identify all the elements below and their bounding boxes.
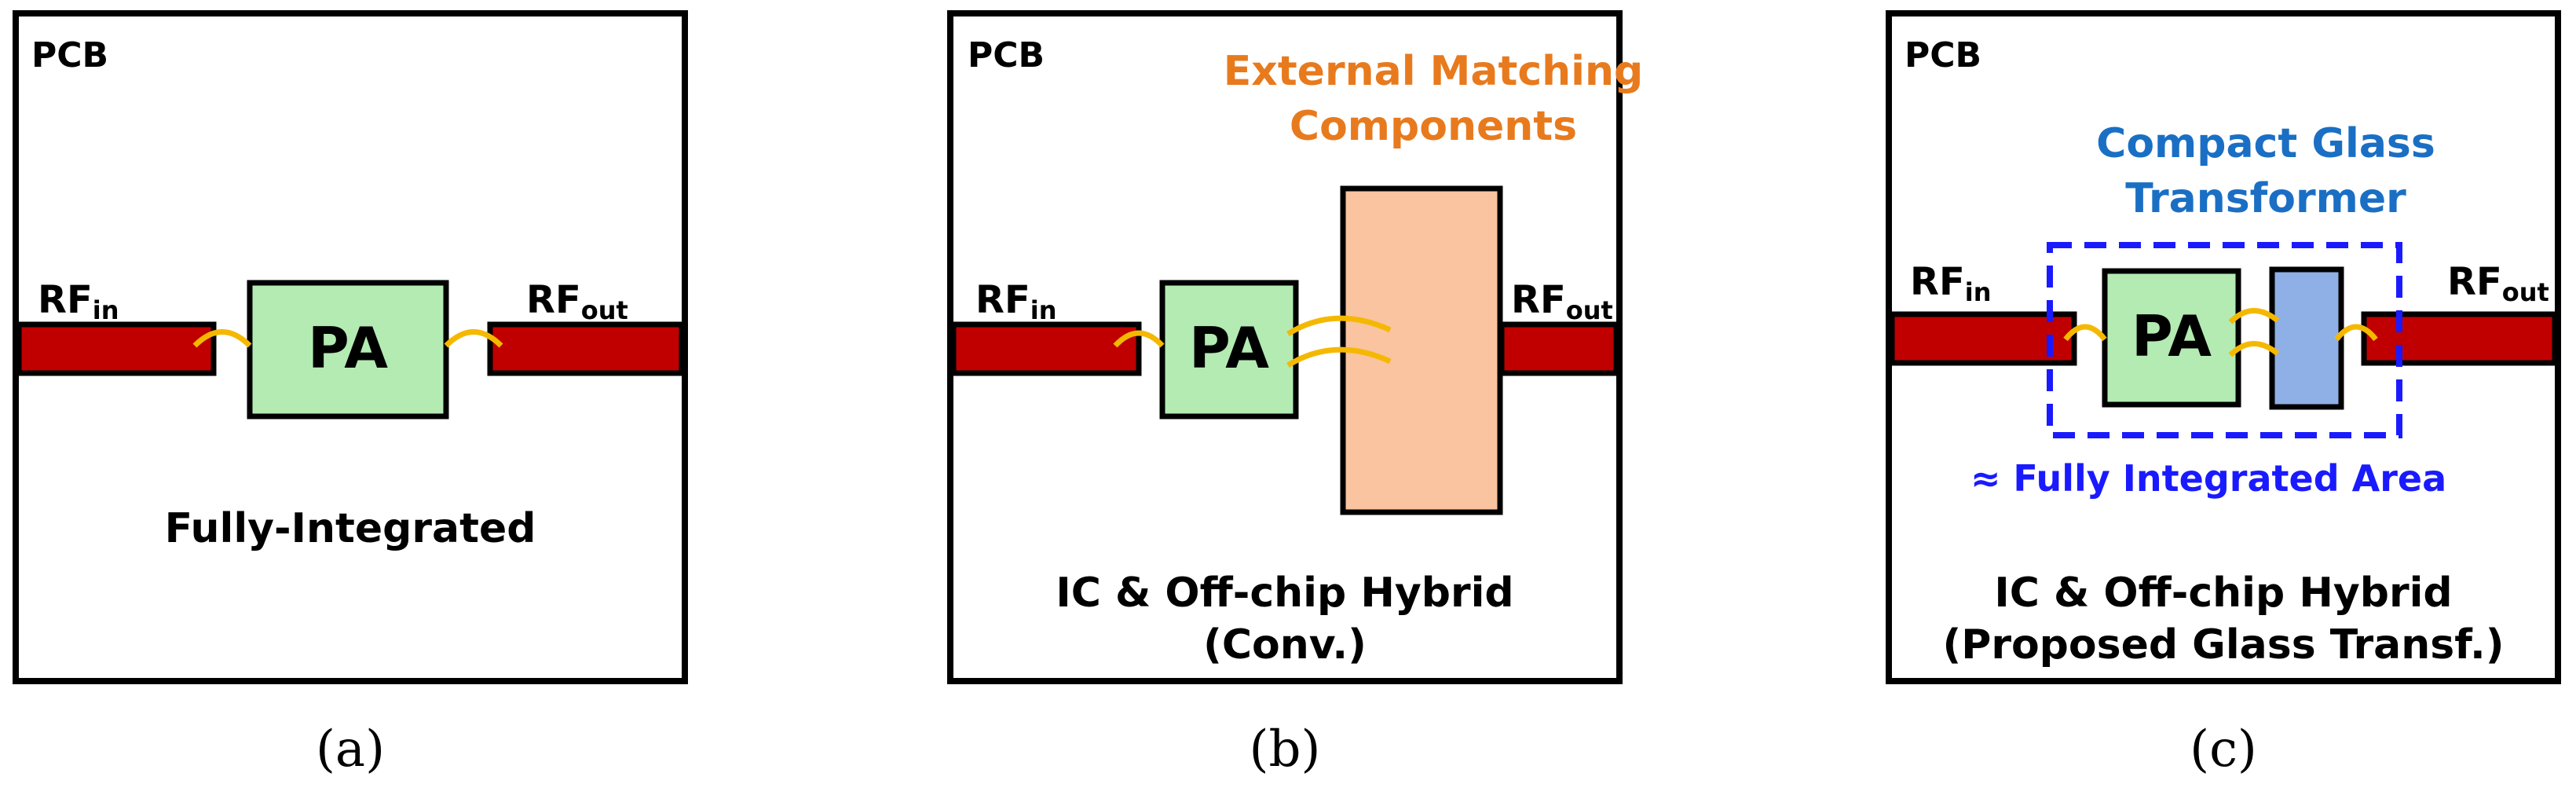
rf-out-label-a: RFout <box>526 278 628 325</box>
pa-label-a: PA <box>308 315 388 381</box>
bondwire-out-a <box>444 329 503 348</box>
rf-out-trace-b <box>1498 321 1619 376</box>
rf-out-trace-c <box>2361 311 2558 366</box>
caption-b: (b) <box>1250 720 1321 779</box>
rf-in-trace-a <box>16 321 217 376</box>
area-note: ≈ Fully Integrated Area <box>1970 457 2446 500</box>
description-b-line1: IC & Off-chip Hybrid <box>1056 570 1513 617</box>
transformer-label-line2: Transformer <box>2125 175 2406 222</box>
description-b-line2: (Conv.) <box>1203 621 1367 669</box>
rf-out-label-b: RFout <box>1511 278 1613 325</box>
description-c-line2: (Proposed Glass Transf.) <box>1942 621 2504 669</box>
pcb-label-a: PCB <box>31 35 108 75</box>
bondwire-out-b-lower <box>1286 346 1392 368</box>
pa-chip-a <box>247 280 449 419</box>
bondwire-out-c-upper <box>2228 308 2280 324</box>
pa-label-b: PA <box>1189 315 1269 381</box>
bondwire-in-a <box>192 329 252 348</box>
rf-out-label-c: RFout <box>2447 260 2549 307</box>
rf-out-trace-a <box>487 321 685 376</box>
pcb-label-c: PCB <box>1905 35 1981 75</box>
matching-label-line2: Components <box>1290 103 1577 150</box>
caption-a: (a) <box>316 720 385 779</box>
pcb-board-b <box>947 10 1623 684</box>
bondwire-in-c <box>2063 324 2107 342</box>
bondwire-in-b <box>1113 330 1165 348</box>
integrated-area-box <box>2047 242 2402 438</box>
rf-in-label-a: RFin <box>38 278 119 325</box>
pa-label-c: PA <box>2131 303 2212 369</box>
bondwire-out-c-trace <box>2334 324 2378 342</box>
pa-chip-b <box>1159 280 1299 419</box>
panel-a: PCB RFin RFout PA Fully-Integrated (a) <box>13 10 688 779</box>
rf-in-trace-c <box>1889 311 2077 366</box>
bondwire-out-c-lower <box>2228 341 2280 357</box>
bondwire-out-b-upper <box>1286 315 1392 336</box>
description-a: Fully-Integrated <box>165 505 536 552</box>
pcb-board-a <box>13 10 688 684</box>
pcb-label-b: PCB <box>968 35 1045 75</box>
transformer-label-line1: Compact Glass <box>2096 120 2435 167</box>
matching-label-line1: External Matching <box>1224 48 1643 95</box>
panel-c: PCB Compact Glass Transformer RFin RFout… <box>1886 10 2561 779</box>
glass-transformer-block <box>2269 266 2344 410</box>
rf-in-label-b: RFin <box>975 278 1057 325</box>
pcb-board-c <box>1886 10 2561 684</box>
rf-in-trace-b <box>950 321 1142 376</box>
caption-c: (c) <box>2190 720 2257 779</box>
description-c-line1: IC & Off-chip Hybrid <box>1994 570 2452 617</box>
pa-chip-c <box>2102 268 2241 408</box>
rf-in-label-c: RFin <box>1910 260 1992 307</box>
panel-b: PCB External Matching Components RFin RF… <box>947 10 1643 779</box>
